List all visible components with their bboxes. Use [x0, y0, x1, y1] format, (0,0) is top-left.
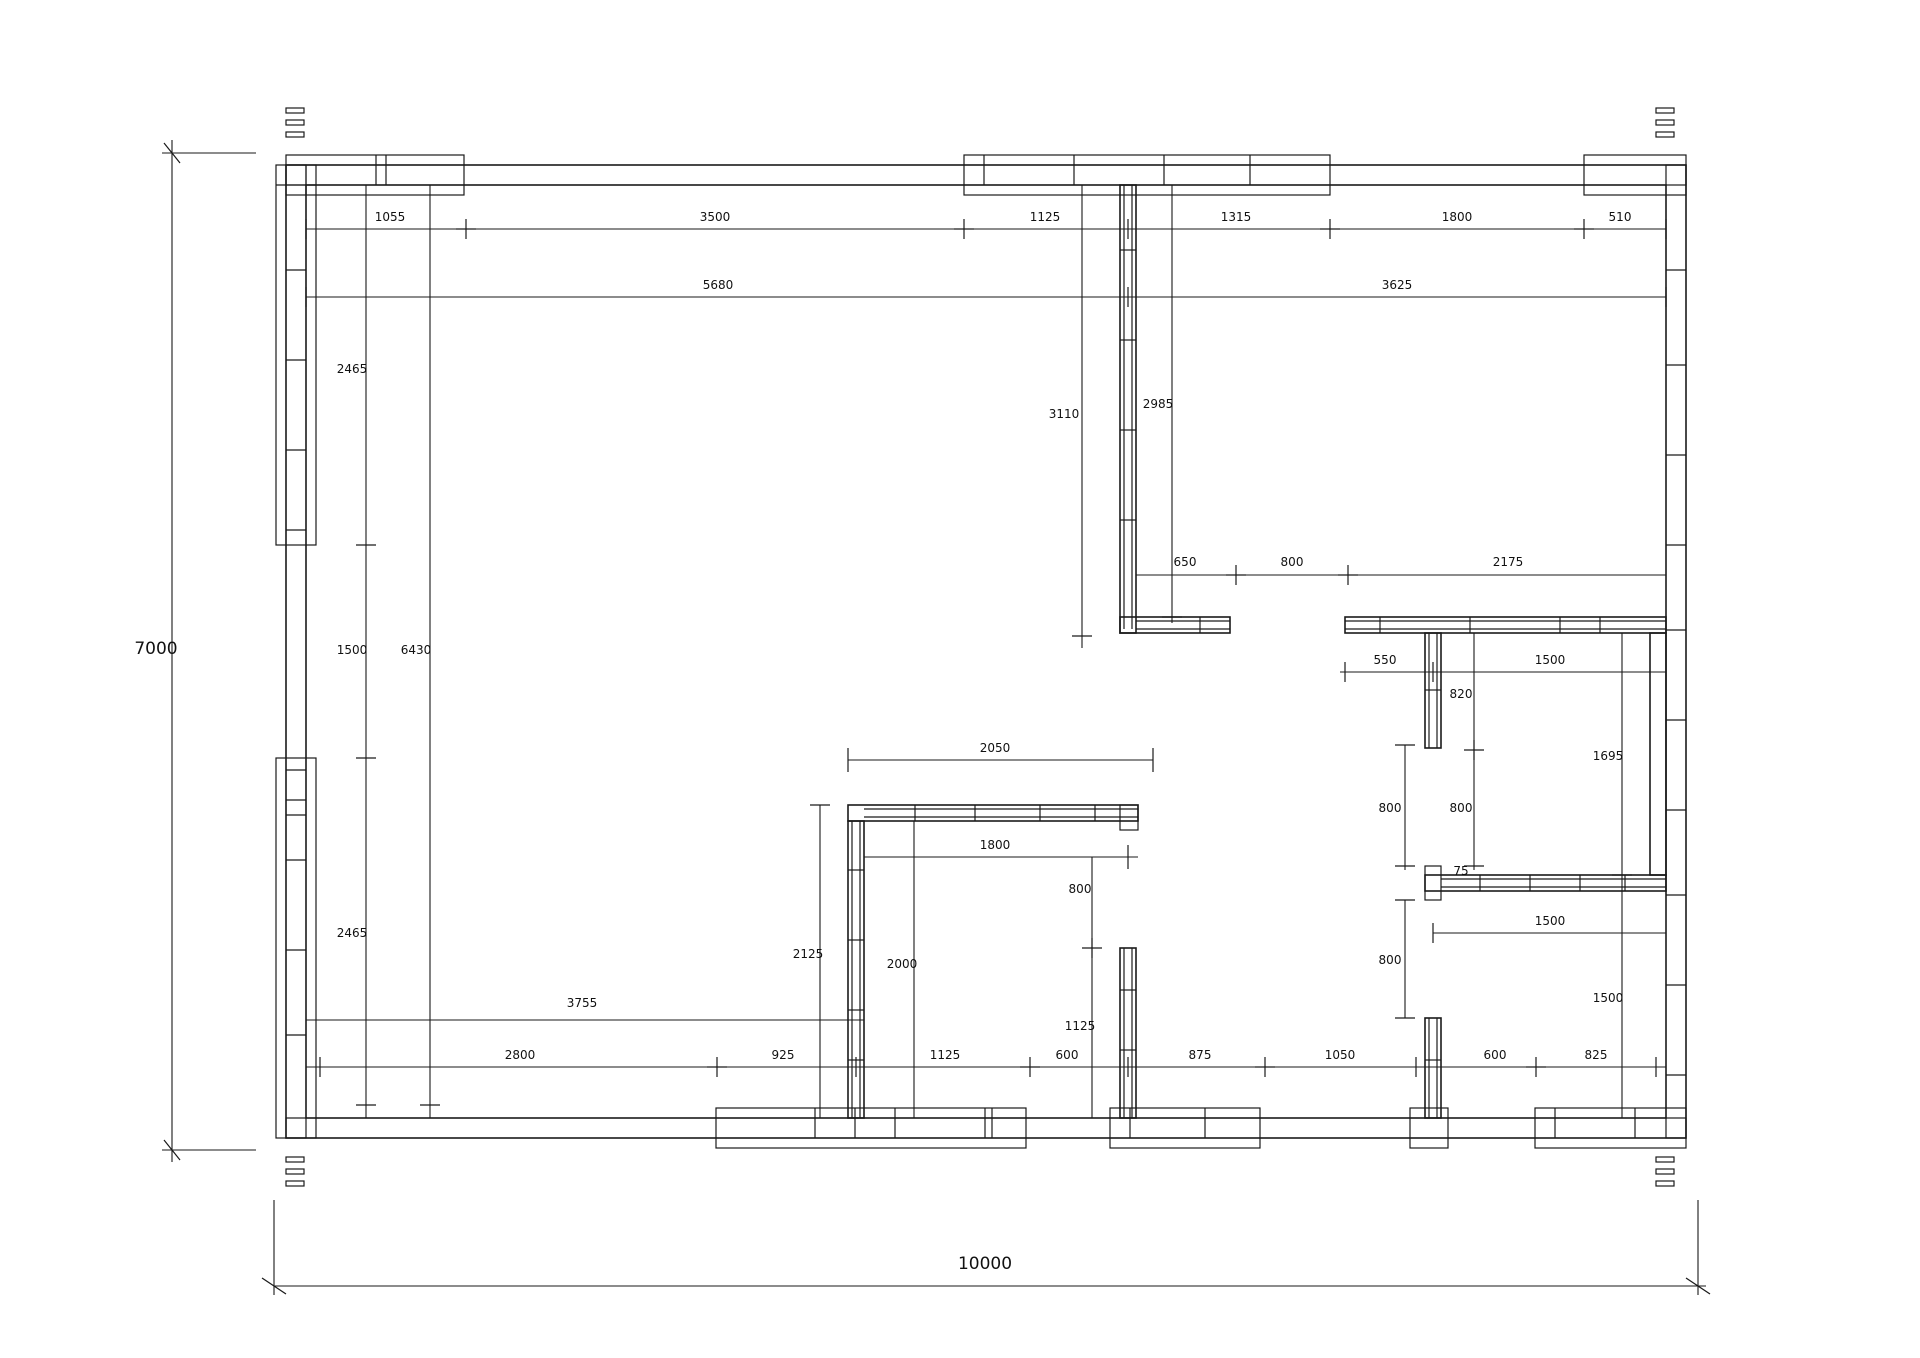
- dim-label: 1125: [930, 1048, 961, 1062]
- dim-label: 800: [1281, 555, 1304, 569]
- dim-label: 800: [1069, 882, 1092, 896]
- overall-height-label: 7000: [134, 639, 177, 659]
- dim-label: 3755: [567, 996, 598, 1010]
- dim-label: 1800: [1442, 210, 1473, 224]
- dim-label: 2050: [980, 741, 1011, 755]
- dim-label: 1125: [1065, 1019, 1096, 1033]
- window-units: [275, 154, 1687, 1149]
- outer-walls: [285, 164, 1687, 1139]
- dim-label: 2175: [1493, 555, 1524, 569]
- dim-label: 1125: [1030, 210, 1061, 224]
- dim-label: 75: [1453, 864, 1468, 878]
- dim-label: 600: [1484, 1048, 1507, 1062]
- dim-label: 2800: [505, 1048, 536, 1062]
- dim-label: 800: [1450, 801, 1473, 815]
- dim-label: 1055: [375, 210, 406, 224]
- dim-label: 825: [1585, 1048, 1608, 1062]
- dim-label: 1500: [337, 643, 368, 657]
- dim-label: 5680: [703, 278, 734, 292]
- dim-label: 3110: [1049, 407, 1080, 421]
- dim-label: 1695: [1593, 749, 1624, 763]
- dim-label: 1500: [1535, 653, 1566, 667]
- dim-label: 2465: [337, 362, 368, 376]
- overall-width-label: 10000: [958, 1254, 1012, 1274]
- dim-label: 1500: [1535, 914, 1566, 928]
- dim-label: 2000: [887, 957, 918, 971]
- dim-label: 510: [1609, 210, 1632, 224]
- interior-walls: [847, 184, 1667, 1119]
- dim-label: 3625: [1382, 278, 1413, 292]
- dim-label: 2125: [793, 947, 824, 961]
- corner-markers: [285, 107, 1675, 1187]
- dim-label: 875: [1189, 1048, 1212, 1062]
- dim-label: 550: [1374, 653, 1397, 667]
- dim-label: 2465: [337, 926, 368, 940]
- dim-label: 800: [1379, 801, 1402, 815]
- dim-label: 1800: [980, 838, 1011, 852]
- dim-label: 820: [1450, 687, 1473, 701]
- dim-label: 2985: [1143, 397, 1174, 411]
- dim-label: 1500: [1593, 991, 1624, 1005]
- dimension-labels: 10000 7000 1055 3500 1125 1315 1800 510 …: [134, 210, 1631, 1274]
- dim-label: 1315: [1221, 210, 1252, 224]
- dim-label: 1050: [1325, 1048, 1356, 1062]
- dim-label: 650: [1174, 555, 1197, 569]
- dim-label: 800: [1379, 953, 1402, 967]
- dim-label: 925: [772, 1048, 795, 1062]
- dim-label: 3500: [700, 210, 731, 224]
- dim-label: 6430: [401, 643, 432, 657]
- dim-label: 600: [1056, 1048, 1079, 1062]
- dimension-lines: [162, 140, 1711, 1295]
